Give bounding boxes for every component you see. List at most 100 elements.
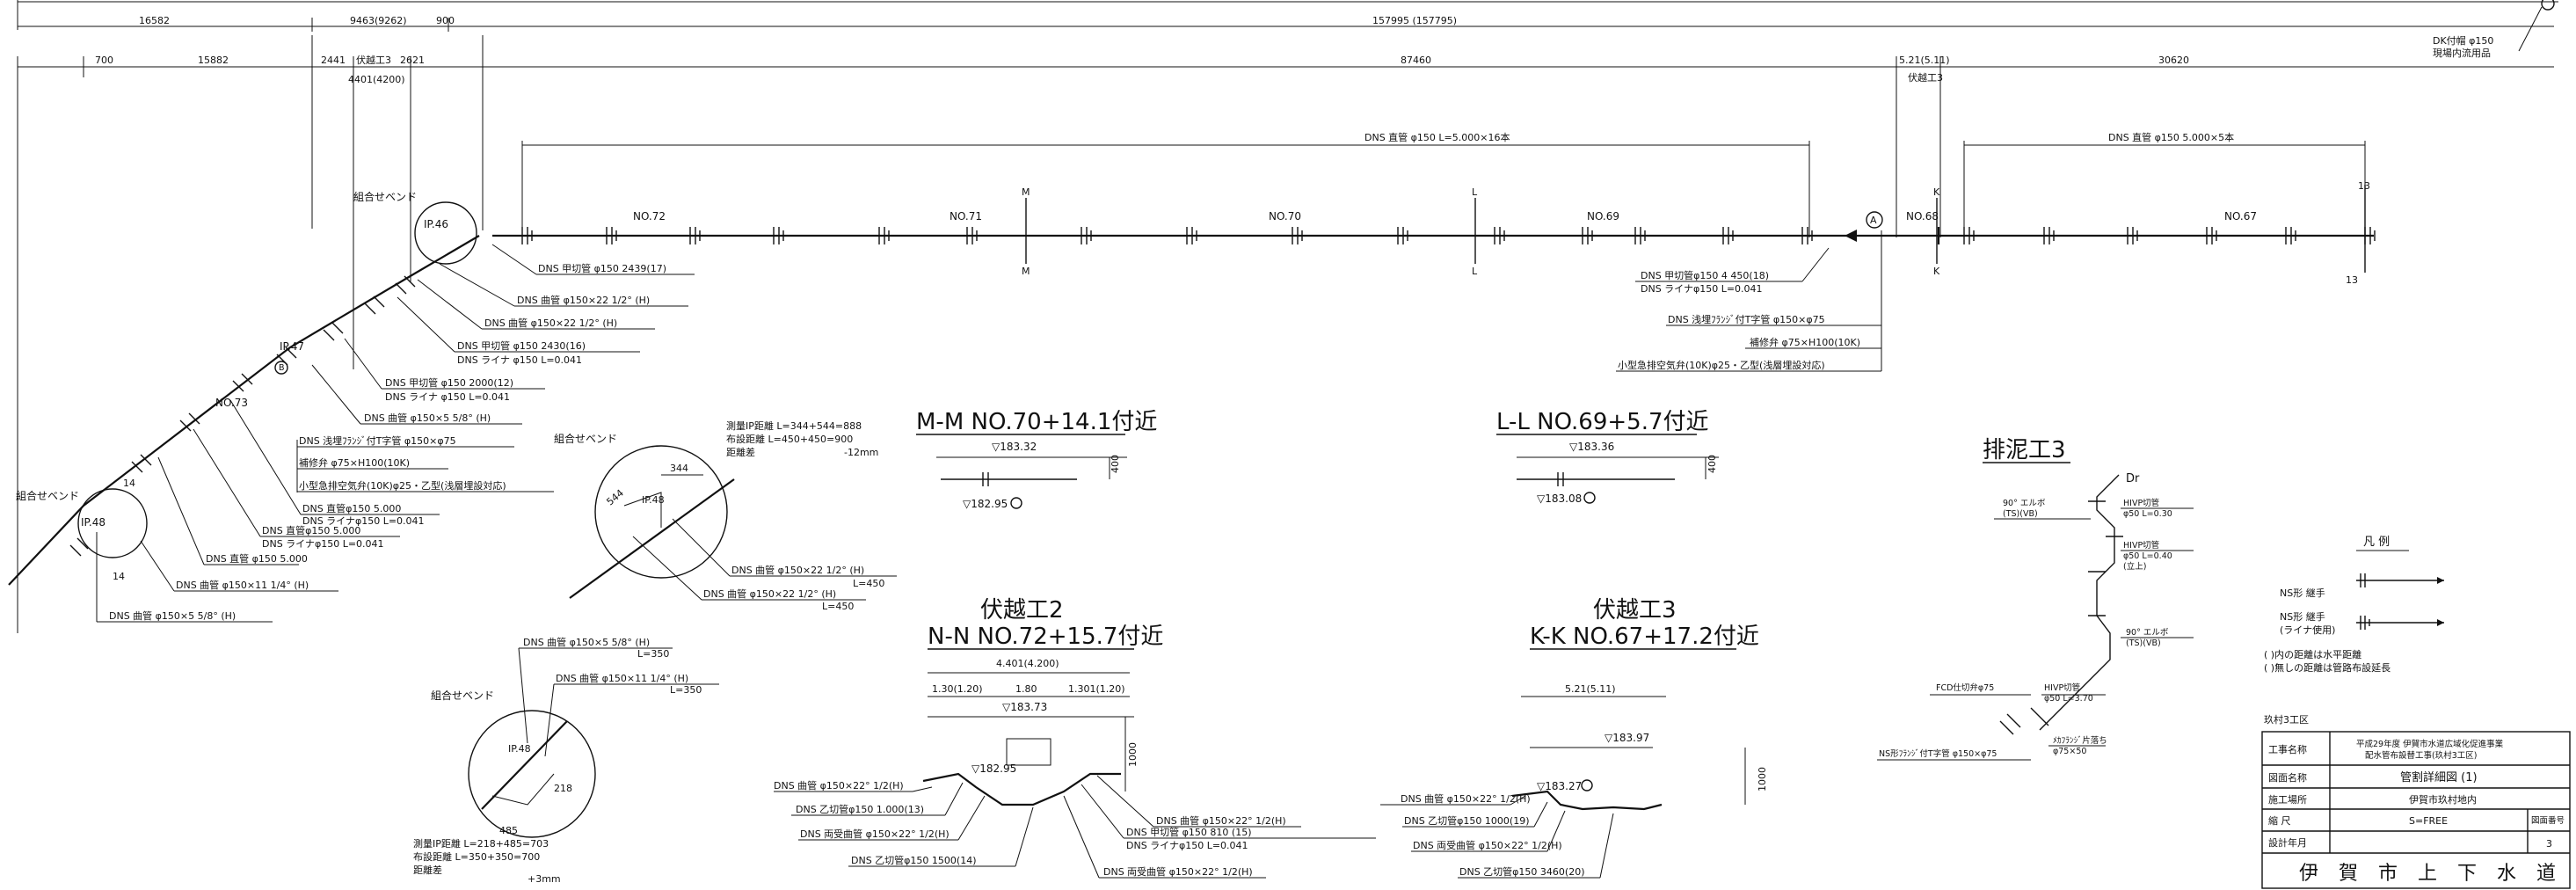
drain-dr: Dr <box>2126 472 2140 485</box>
combo-bend-left: 組合せベンド <box>16 489 79 502</box>
dim-900: 900 <box>436 15 455 26</box>
section-kk-title1: 伏越工3 <box>1593 597 1677 624</box>
section-nn-title2: N-N NO.72+15.7付近 <box>928 624 1163 650</box>
combo1-dim-a: 344 <box>670 463 688 474</box>
drain-title: 排泥工3 <box>1983 437 2066 463</box>
drain-label-14: φ75×50 <box>2053 747 2086 756</box>
section-nn-vdim: 1000 <box>1127 742 1139 767</box>
pipe-no-70: NO.70 <box>1269 210 1301 222</box>
combo-bend-top: 組合せベンド <box>353 190 417 203</box>
pipe-no-68: NO.68 <box>1906 210 1939 222</box>
section-mm-level1: ▽183.32 <box>992 441 1037 453</box>
section-13-bottom: 13 <box>2346 274 2358 286</box>
tb-value-3: S=FREE <box>2409 815 2448 827</box>
tb-value-2: 伊賀市玖村地内 <box>2409 793 2477 806</box>
marker-a: A <box>1870 215 1877 226</box>
section-n-n: 伏越工2 N-N NO.72+15.7付近 4.401(4.200) 1.30(… <box>774 597 1376 879</box>
section-mm-title: M-M NO.70+14.1付近 <box>916 409 1157 435</box>
main-pipe <box>8 227 2376 586</box>
dim-15882: 15882 <box>198 55 229 66</box>
combo2-label-3: L=350 <box>670 684 702 696</box>
combo1-calc-0: 測量IP距離 L=344+544=888 <box>726 419 862 432</box>
combo2-dim-a: 485 <box>499 825 518 836</box>
combo1-label-0: DNS 曲管 φ150×22 1/2° (H) <box>731 564 864 576</box>
dim-2441: 2441 <box>321 55 346 66</box>
cap-note: DK付帽 φ150 現場内流用品 <box>2433 0 2555 59</box>
combo1-label-3: L=450 <box>822 601 854 612</box>
dim-5-21: 5.21(5.11) <box>1899 55 1950 66</box>
section-l-l: L-L NO.69+5.7付近 ▽183.36 ▽183.08 400 <box>1496 409 1719 505</box>
section-ll-dim: 400 <box>1706 455 1718 473</box>
tb-label-4: 設計年月 <box>2268 836 2307 849</box>
section-kk-label-0: DNS 曲管 φ150×22° 1/2(H) <box>1401 792 1531 805</box>
fusekoshi-label-top: 伏越工3 <box>356 54 391 66</box>
drain-label-10: HIVP切管 <box>2044 682 2080 693</box>
pipe-numbers: NO.72 NO.71 NO.70 NO.69 NO.68 NO.67 NO.7… <box>215 210 2257 409</box>
section-nn-label-7: DNS 両受曲管 φ150×22° 1/2(H) <box>1103 865 1253 878</box>
cap-note-line1: DK付帽 φ150 <box>2433 35 2493 47</box>
section-nn-label-6: DNS ライナφ150 L=0.041 <box>1126 840 1248 851</box>
section-nn-level-0: ▽183.73 <box>1002 701 1047 713</box>
section-ll-title: L-L NO.69+5.7付近 <box>1496 409 1709 435</box>
title-block-area: 玖村3工区 <box>2264 713 2309 726</box>
section-k-top: K <box>1933 186 1940 198</box>
section-kk-title2: K-K NO.67+17.2付近 <box>1530 624 1759 650</box>
tb-label-0: 工事名称 <box>2268 743 2307 755</box>
left-label-9: 補修弁 φ75×H100(10K) <box>299 456 410 469</box>
tb-label-2: 施工場所 <box>2268 794 2307 806</box>
section-ll-level2: ▽183.08 <box>1537 492 1582 505</box>
pipe-no-72: NO.72 <box>633 210 666 222</box>
section-nn-label-4: DNS 曲管 φ150×22° 1/2(H) <box>1156 814 1286 827</box>
section-nn-level-1: ▽182.95 <box>971 762 1016 775</box>
left-labels: DNS 甲切管 φ150 2439(17) DNS 曲管 φ150×22 1/2… <box>96 244 695 623</box>
right-label-4: 小型急排空気弁(10K)φ25・乙型(浅層埋設対応) <box>1618 359 1825 371</box>
dim-700: 700 <box>95 55 113 66</box>
section-kk-level-0: ▽183.97 <box>1605 732 1649 744</box>
second-dimension-row: 700 15882 2441 伏越工3 2621 4401(4200) 8746… <box>17 35 2554 633</box>
left-label-7: DNS 曲管 φ150×5 5/8° (H) <box>364 412 491 424</box>
legend-title: 凡 例 <box>2363 536 2390 549</box>
dim-87460: 87460 <box>1401 55 1431 66</box>
combo1-label-2: DNS 曲管 φ150×22 1/2° (H) <box>703 587 836 600</box>
top-dimension-row: 16582 9463(9262) 900 157995 (157795) <box>17 0 2558 32</box>
tb-label-1: 図面名称 <box>2268 771 2307 784</box>
drain-label-1: (TS)(VB) <box>2003 509 2038 519</box>
section-kk-label-2: DNS 両受曲管 φ150×22° 1/2(H) <box>1413 839 1562 851</box>
pipe-no-69: NO.69 <box>1587 210 1619 222</box>
section-marks: M M L L K K 13 13 <box>1022 180 2370 286</box>
left-label-2: DNS 曲管 φ150×22 1/2° (H) <box>484 317 617 329</box>
section-kk-vdim: 1000 <box>1757 767 1768 792</box>
combo2-calc-1: 布設距離 L=350+350=700 <box>413 850 540 863</box>
right-label-3: 補修弁 φ75×H100(10K) <box>1750 336 1860 348</box>
section-mm-level2: ▽182.95 <box>963 498 1008 510</box>
section-ll-level1: ▽183.36 <box>1569 441 1614 453</box>
combo1-calc-3: -12mm <box>844 447 878 458</box>
fusekoshi-label-3: 伏越工3 <box>1908 71 1943 84</box>
drain-label-12: NS形ﾌﾗﾝｼﾞ付T字管 φ150×φ75 <box>1879 748 1997 759</box>
drain-label-4: HIVP切管 <box>2123 540 2159 551</box>
left-label-3: DNS 甲切管 φ150 2430(16) <box>457 339 586 352</box>
left-label-13: DNS 直管φ150 5.000 <box>262 524 360 536</box>
left-label-1: DNS 曲管 φ150×22 1/2° (H) <box>517 294 650 306</box>
section-l-bottom: L <box>1472 266 1478 277</box>
left-label-12: DNS ライナφ150 L=0.041 <box>302 515 425 527</box>
dim-9463: 9463(9262) <box>350 15 407 26</box>
combo2-ip: IP.48 <box>508 743 531 755</box>
legend-note-1: ( )無しの距離は管路布設延長 <box>2264 661 2390 674</box>
left-label-15: DNS 直管 φ150 5.000 <box>206 552 308 565</box>
left-label-14: DNS ライナφ150 L=0.041 <box>262 538 384 550</box>
left-label-11: DNS 直管φ150 5.000 <box>302 502 401 514</box>
tb-value-0: 平成29年度 伊賀市水道広域化促進事業 <box>2356 739 2504 749</box>
legend-note-0: ( )内の距離は水平距離 <box>2264 648 2361 660</box>
tb-org: 伊 賀 市 上 下 水 道 部 <box>2299 863 2576 885</box>
ip-47-label: IP.47 <box>280 340 304 353</box>
combo1-ip: IP.48 <box>642 494 665 506</box>
section-nn-dim-1: 1.30(1.20) <box>932 683 983 695</box>
tb-value-0b: 配水管布設替工事(玖村3工区) <box>2365 750 2477 761</box>
left-label-5: DNS 甲切管 φ150 2000(12) <box>385 376 513 389</box>
dim-14-b: 14 <box>113 571 125 582</box>
tb-extra-value: 3 <box>2546 838 2552 850</box>
ip-48-label: IP.48 <box>81 516 106 529</box>
legend-item-2: (ライナ使用) <box>2280 624 2335 636</box>
